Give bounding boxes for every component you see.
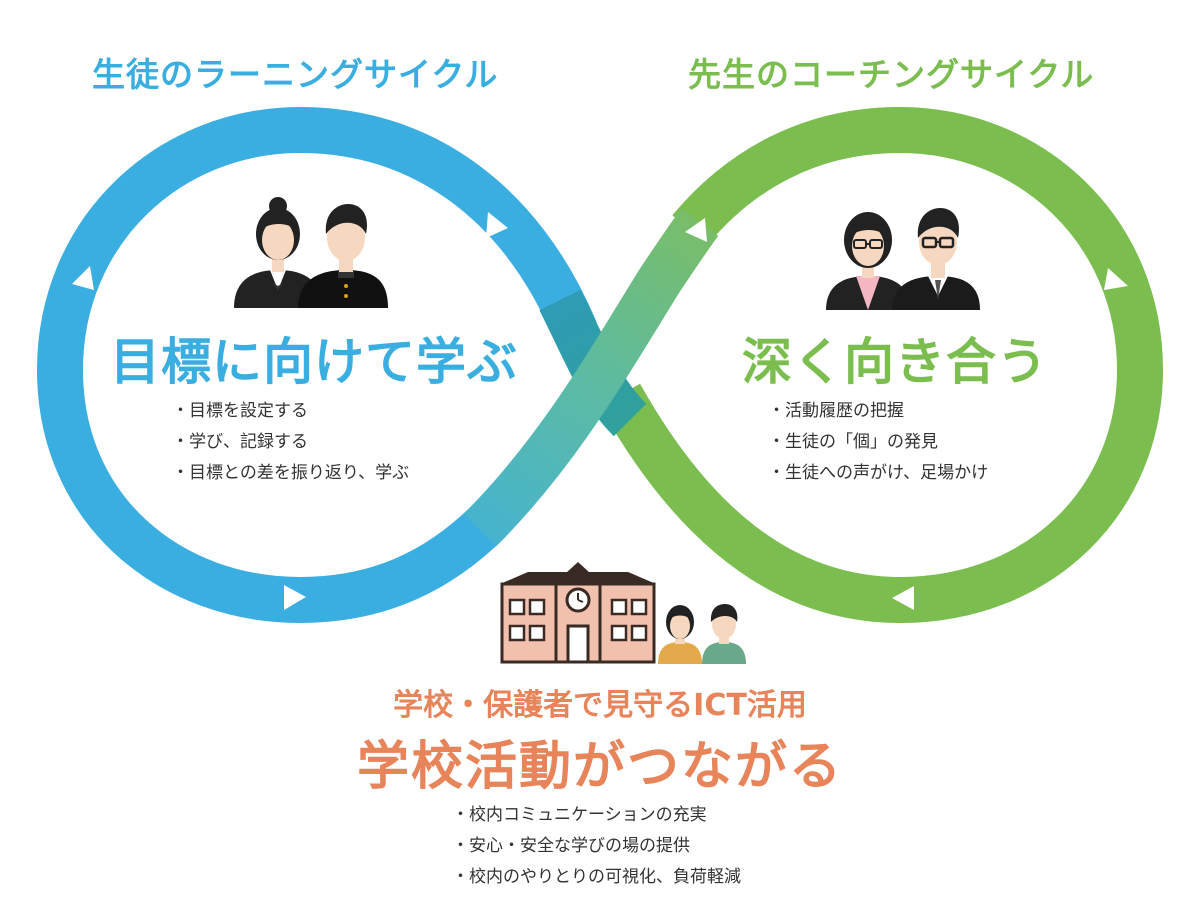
right-cycle-list: 活動履歴の把握 生徒の「個」の発見 生徒への声がけ、足場かけ bbox=[768, 396, 988, 489]
bottom-heading: 学校活動がつながる bbox=[356, 737, 843, 797]
right-cycle-title: 先生のコーチングサイクル bbox=[688, 55, 1095, 94]
list-item: 生徒の「個」の発見 bbox=[768, 427, 988, 458]
arrow-left-bottom bbox=[284, 585, 306, 610]
left-cycle-heading: 目標に向けて学ぶ bbox=[110, 333, 518, 391]
arrow-left-top bbox=[486, 212, 508, 238]
arrow-right-side bbox=[1104, 268, 1128, 290]
teachers-icon bbox=[822, 196, 982, 316]
list-item: 安心・安全な学びの場の提供 bbox=[452, 831, 741, 862]
list-item: 校内のやりとりの可視化、負荷軽減 bbox=[452, 862, 741, 893]
parents-icon bbox=[656, 600, 748, 670]
bottom-subtitle: 学校・保護者で見守るICT活用 bbox=[393, 688, 807, 723]
arrow-right-top bbox=[685, 218, 707, 242]
cross-band-over bbox=[463, 207, 719, 547]
students-icon bbox=[228, 190, 388, 314]
arrow-left-side bbox=[72, 266, 94, 290]
right-cycle-heading: 深く向き合う bbox=[742, 333, 1048, 391]
list-item: 学び、記録する bbox=[172, 427, 409, 458]
list-item: 活動履歴の把握 bbox=[768, 396, 988, 427]
left-cycle-list: 目標を設定する 学び、記録する 目標との差を振り返り、学ぶ bbox=[172, 396, 409, 489]
list-item: 生徒への声がけ、足場かけ bbox=[768, 458, 988, 489]
list-item: 校内コミュニケーションの充実 bbox=[452, 800, 741, 831]
list-item: 目標との差を振り返り、学ぶ bbox=[172, 458, 409, 489]
left-loop-band bbox=[36, 106, 597, 624]
bottom-list: 校内コミュニケーションの充実 安心・安全な学びの場の提供 校内のやりとりの可視化… bbox=[452, 800, 741, 893]
left-cycle-title: 生徒のラーニングサイクル bbox=[92, 55, 499, 94]
right-loop-band bbox=[599, 106, 1164, 624]
list-item: 目標を設定する bbox=[172, 396, 409, 427]
school-building-icon bbox=[498, 560, 658, 668]
arrow-right-bottom bbox=[892, 586, 914, 610]
